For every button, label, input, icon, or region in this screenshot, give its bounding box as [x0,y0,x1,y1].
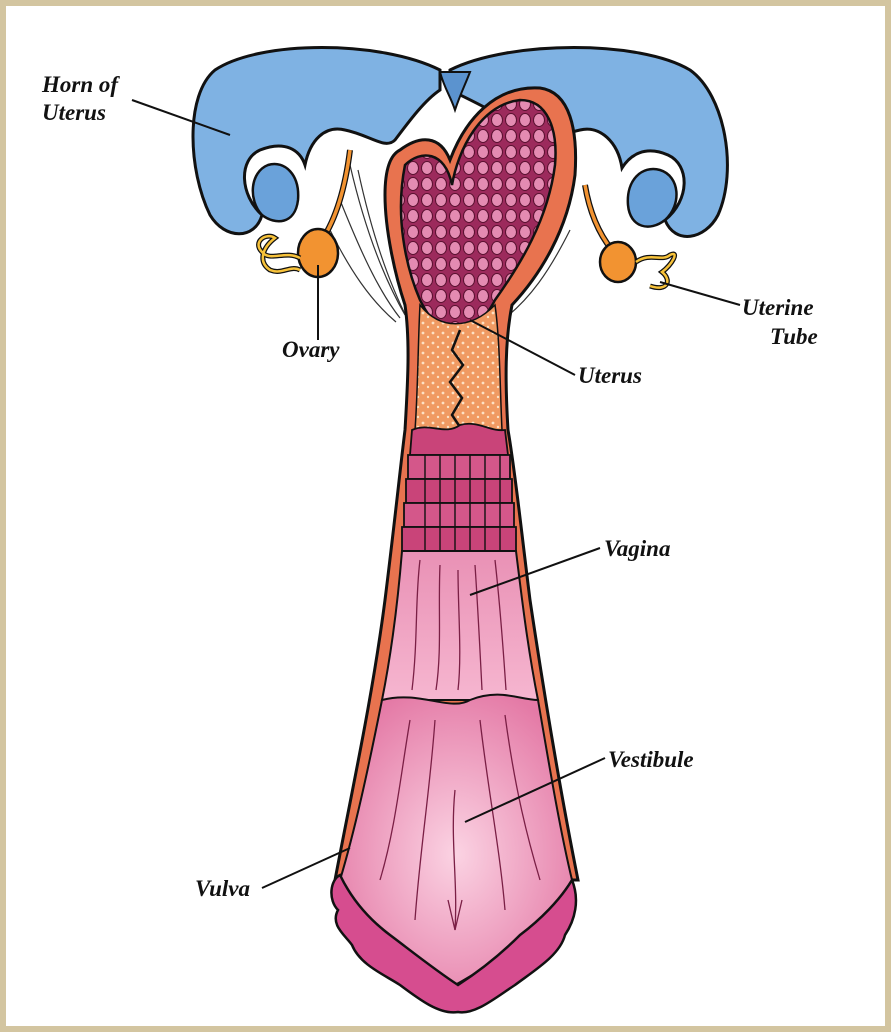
label-horn-line1: Horn of [41,72,120,97]
left-uterine-tube [259,236,300,271]
label-vulva: Vulva [195,876,250,901]
right-uterine-tube [636,254,675,288]
label-horn-line2: Uterus [42,100,106,125]
uterus-lining [401,100,556,330]
label-uterus: Uterus [578,363,642,388]
cervical-rings [402,424,516,551]
label-vagina: Vagina [604,536,670,561]
left-ovary [298,150,350,277]
label-tube-line1: Uterine [742,295,814,320]
label-vestibule: Vestibule [608,747,694,772]
vagina [382,551,538,700]
cervix-body [415,305,502,430]
label-tube-line2: Tube [770,324,818,349]
leader-uterine-tube [660,282,740,305]
label-ovary: Ovary [282,337,340,362]
